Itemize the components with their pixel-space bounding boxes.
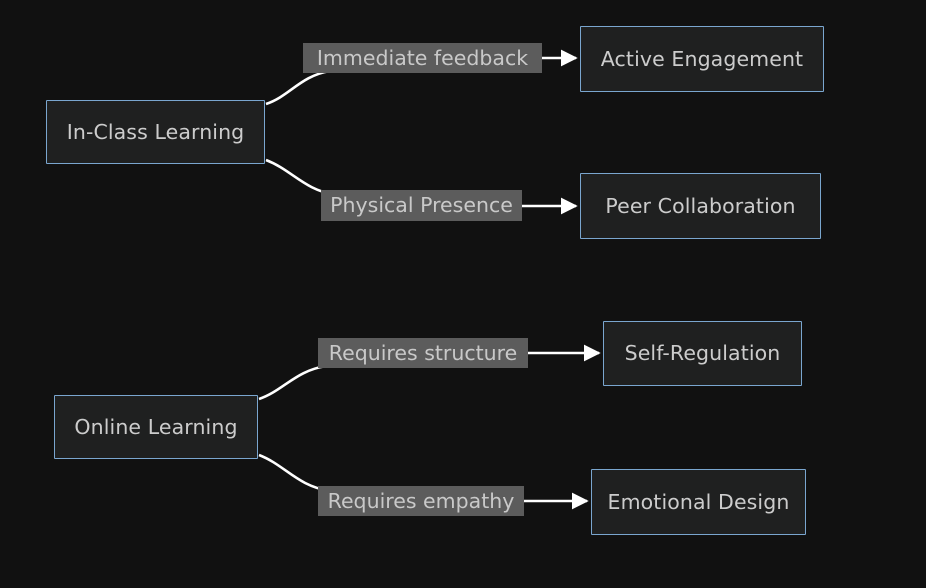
node-label-peer-collaboration: Peer Collaboration	[605, 193, 796, 218]
edge-label-requires-structure: Requires structure	[318, 338, 528, 368]
node-label-active-engagement: Active Engagement	[600, 46, 804, 71]
edge-label-requires-empathy: Requires empathy	[318, 486, 524, 516]
node-peer-collaboration[interactable]: Peer Collaboration	[580, 173, 821, 239]
node-label-self-regulation: Self-Regulation	[624, 341, 781, 366]
node-active-engagement[interactable]: Active Engagement	[580, 26, 824, 92]
node-label-online-learning: Online Learning	[74, 414, 238, 439]
node-label-emotional-design: Emotional Design	[607, 489, 790, 514]
edge-online-to-self-regulation	[258, 364, 500, 401]
node-emotional-design[interactable]: Emotional Design	[591, 469, 806, 535]
node-label-in-class-learning: In-Class Learning	[66, 119, 245, 144]
edge-in-class-to-active-engagement	[265, 69, 504, 106]
edge-label-immediate-feedback: Immediate feedback	[303, 43, 542, 73]
node-online-learning[interactable]: Online Learning	[54, 395, 258, 459]
edge-label-physical-presence: Physical Presence	[321, 190, 522, 221]
node-self-regulation[interactable]: Self-Regulation	[603, 321, 802, 386]
node-in-class-learning[interactable]: In-Class Learning	[46, 100, 265, 164]
